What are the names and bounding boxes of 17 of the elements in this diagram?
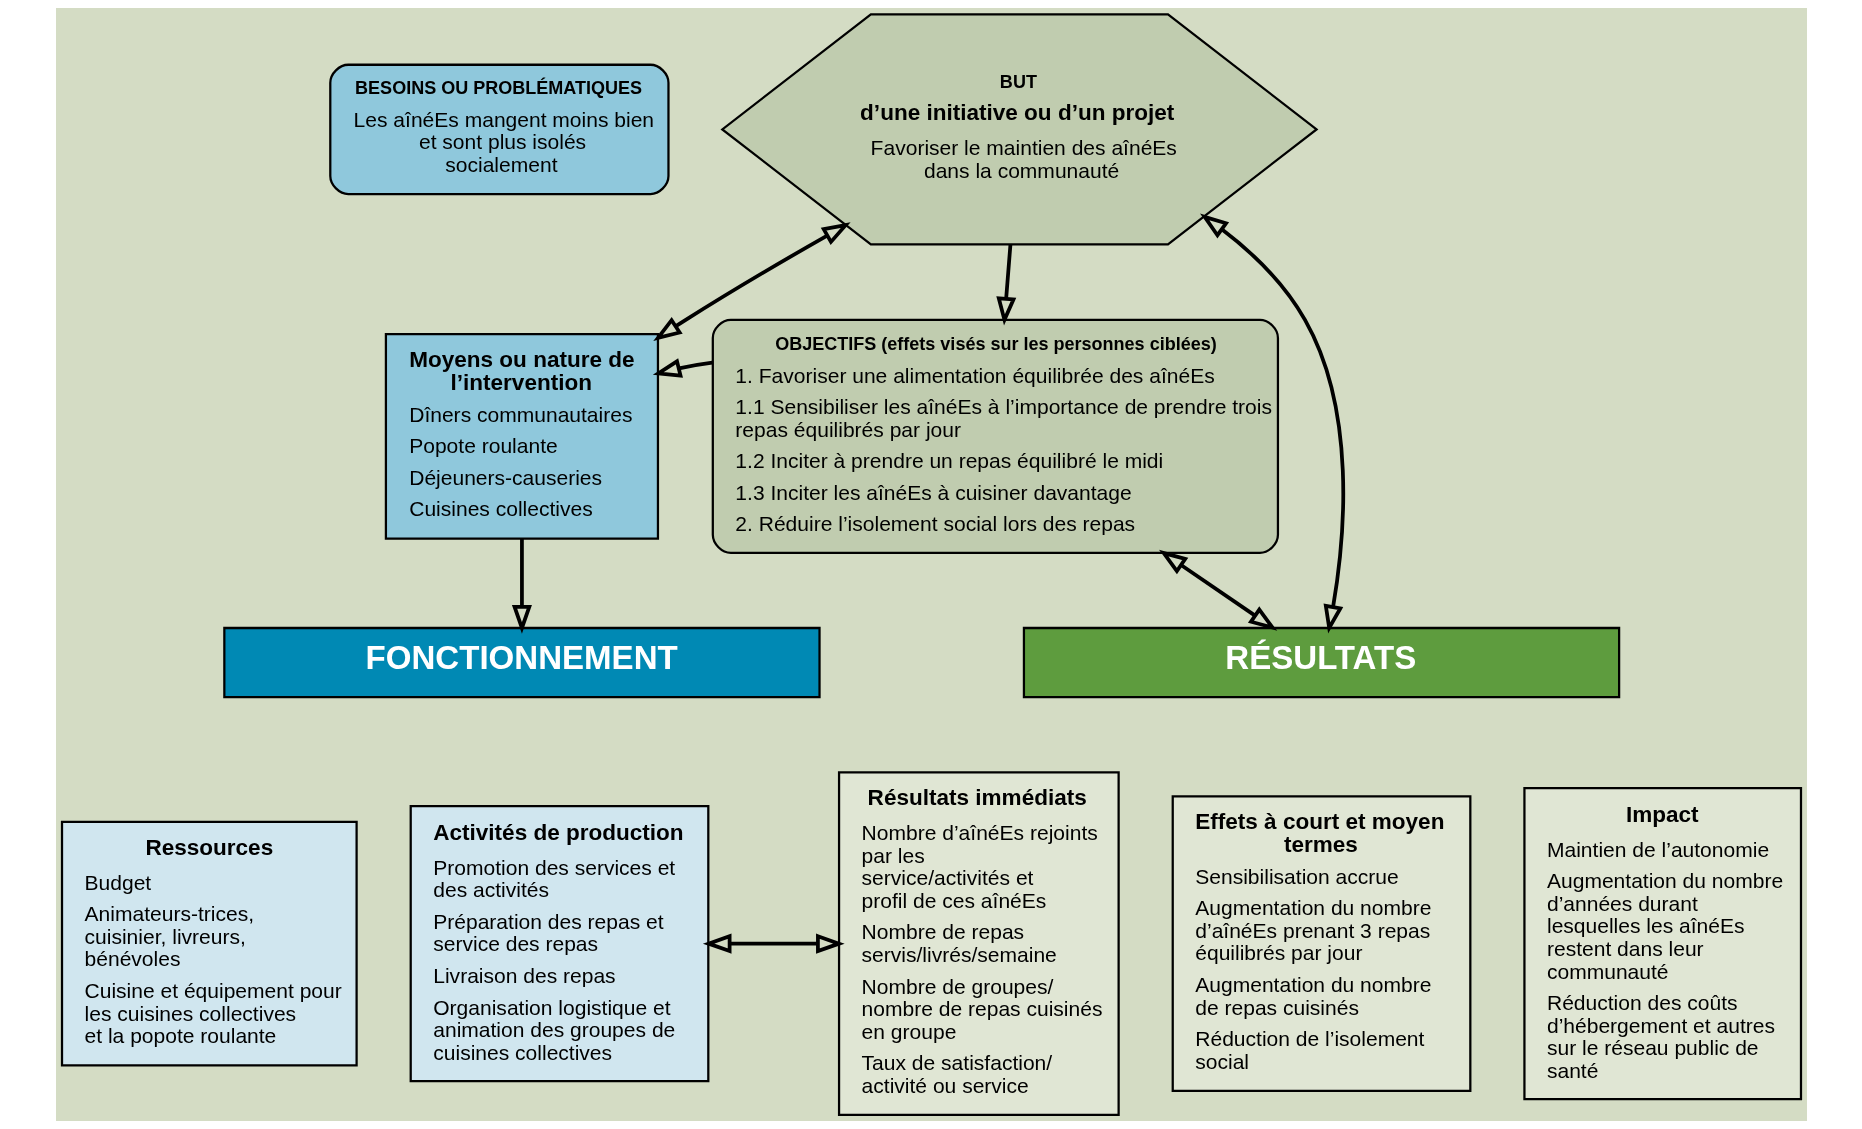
arrow <box>702 933 845 954</box>
node-box: Effets à court et moyen termes Sensibilisation accrue Augmentation du nombre d’aînéEs prenant 3 repas équilibrés par jour Augmentation du nombre de repas cuisinés Réduction de l’isolement social <box>1171 795 1471 1093</box>
arrow <box>995 244 1016 326</box>
node-box: Impact Maintien de l’autonomie Augmentation du nombre d’années durant lesquelles les aînéEs restent dans leur communauté Réduction des coûts d’hébergement et autres sur le réseau public de santé <box>1522 786 1802 1101</box>
arrow <box>1158 549 1277 631</box>
node-box: Moyens ou nature de l’intervention Dîners communautaires Popote roulante Déjeuners-causeries Cuisines collectives <box>384 333 659 540</box>
node-box: OBJECTIFS (effets visés sur les personnes ciblées) 1. Favoriser une alimentation équilibrée des aînéEs 1.1 Sensibiliser les aînéEs à l’importance de prendre trois repas équilibrés par jour 1.2 Inciter à prendre un repas équilibré le midi 1.3 Inciter les aînéEs à cuisiner davantage 2. Réduire l’isolement social lors des repas <box>711 318 1279 554</box>
node-box: BESOINS OU PROBLÉMATIQUES Les aînéEs mangent moins bien et sont plus isolés socialement <box>328 63 670 196</box>
node-box: Ressources Budget Animateurs-trices, cuisinier, livreurs, bénévoles Cuisine et équipement pour les cuisines collectives et la popote roulante <box>60 820 358 1067</box>
node-box: Activités de production Promotion des services et des activités Préparation des repas et service des repas Livraison des repas Organisation logistique et animation des groupes de cuisines collectives <box>409 805 709 1083</box>
arrow <box>652 358 713 378</box>
arrow <box>652 222 851 341</box>
node-box: Résultats immédiats Nombre d’aînéEs rejoints par les service/activités et profil de ces aînéEs Nombre de repas servis/livrés/semaine Nombre de groupes/ nombre de repas cuisinés en groupe Taux de satisfaction/ activité ou service <box>837 771 1120 1117</box>
node-box: FONCTIONNEMENT <box>222 626 821 699</box>
arrow <box>511 539 532 634</box>
arrow <box>1199 213 1345 634</box>
node-box: RÉSULTATS <box>1022 626 1620 699</box>
